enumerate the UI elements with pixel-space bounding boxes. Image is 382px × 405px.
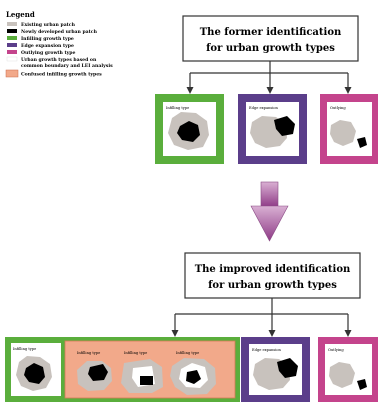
legend-label-outlying: Outlying growth type (21, 50, 75, 56)
panel-edge-bottom: Edge expansion (241, 337, 310, 402)
panel-label-infilling-top: Infilling type (166, 106, 189, 110)
legend-label-edge: Edge expansion type (21, 43, 74, 49)
panel-label-confused-a: Infilling type (77, 351, 100, 355)
panel-infilling-top: Infilling type (155, 94, 224, 164)
legend-swatch-outlying (7, 50, 17, 54)
panel-label-edge-top: Edge expansion (249, 106, 279, 110)
improved-identification-box: The improved identification for urban gr… (184, 252, 361, 299)
new-patch (274, 116, 295, 136)
former-identification-box: The former identification for urban grow… (182, 15, 359, 62)
former-title-line2: for urban growth types (206, 43, 335, 54)
legend-label-infilling: Infilling growth type (21, 36, 74, 42)
panel-edge-top: Edge expansion (238, 94, 307, 164)
new-patch (357, 137, 367, 148)
bottom-connectors (171, 298, 352, 337)
panel-outlying-top: Outlying (320, 94, 378, 164)
legend-swatch-new (7, 29, 17, 33)
legend-swatch-confused (5, 69, 19, 78)
panel-label-confused-c: Infilling type (176, 351, 199, 355)
new-patch (277, 358, 298, 378)
legend-label-boundary-2: common boundary and LEI analysis (21, 63, 113, 69)
panel-label-confused-b: Infilling type (124, 351, 147, 355)
new-patch (357, 379, 367, 390)
panel-label-outlying-bottom: Outlying (328, 348, 344, 352)
new-patch (88, 364, 108, 381)
down-arrow (250, 181, 289, 242)
panel-infilling-bottom: Infilling type Infilling type Infilling … (5, 337, 240, 402)
legend-swatch-infilling (7, 36, 17, 40)
improved-title-line2: for urban growth types (208, 280, 337, 291)
legend-label-boundary-1: Urban growth types based on (21, 57, 97, 63)
panel-label-infilling-bottom: Infilling type (13, 347, 36, 351)
legend-swatch-edge (7, 43, 17, 47)
legend-swatch-existing (7, 22, 17, 26)
panel-label-outlying-top: Outlying (330, 106, 346, 110)
legend-label-new: Newly developed urban patch (21, 29, 98, 35)
legend-label-confused: Confused infilling growth types (21, 72, 102, 78)
panel-outlying-bottom: Outlying (318, 337, 378, 402)
new-patch (24, 363, 45, 384)
top-connectors (186, 61, 352, 94)
new-patch (177, 121, 200, 142)
legend-swatch-boundary (6, 56, 18, 62)
improved-title-line1: The improved identification (195, 264, 351, 275)
new-patch (140, 376, 153, 385)
former-title-line1: The former identification (200, 27, 342, 38)
legend-label-existing: Existing urban patch (21, 22, 76, 28)
legend-title: Legend (6, 10, 35, 19)
existing-patch (330, 120, 356, 146)
legend: Legend Existing urban patch Newly develo… (5, 10, 113, 78)
new-patch (186, 370, 201, 384)
existing-patch (329, 362, 355, 388)
panel-label-edge-bottom: Edge expansion (252, 348, 282, 352)
